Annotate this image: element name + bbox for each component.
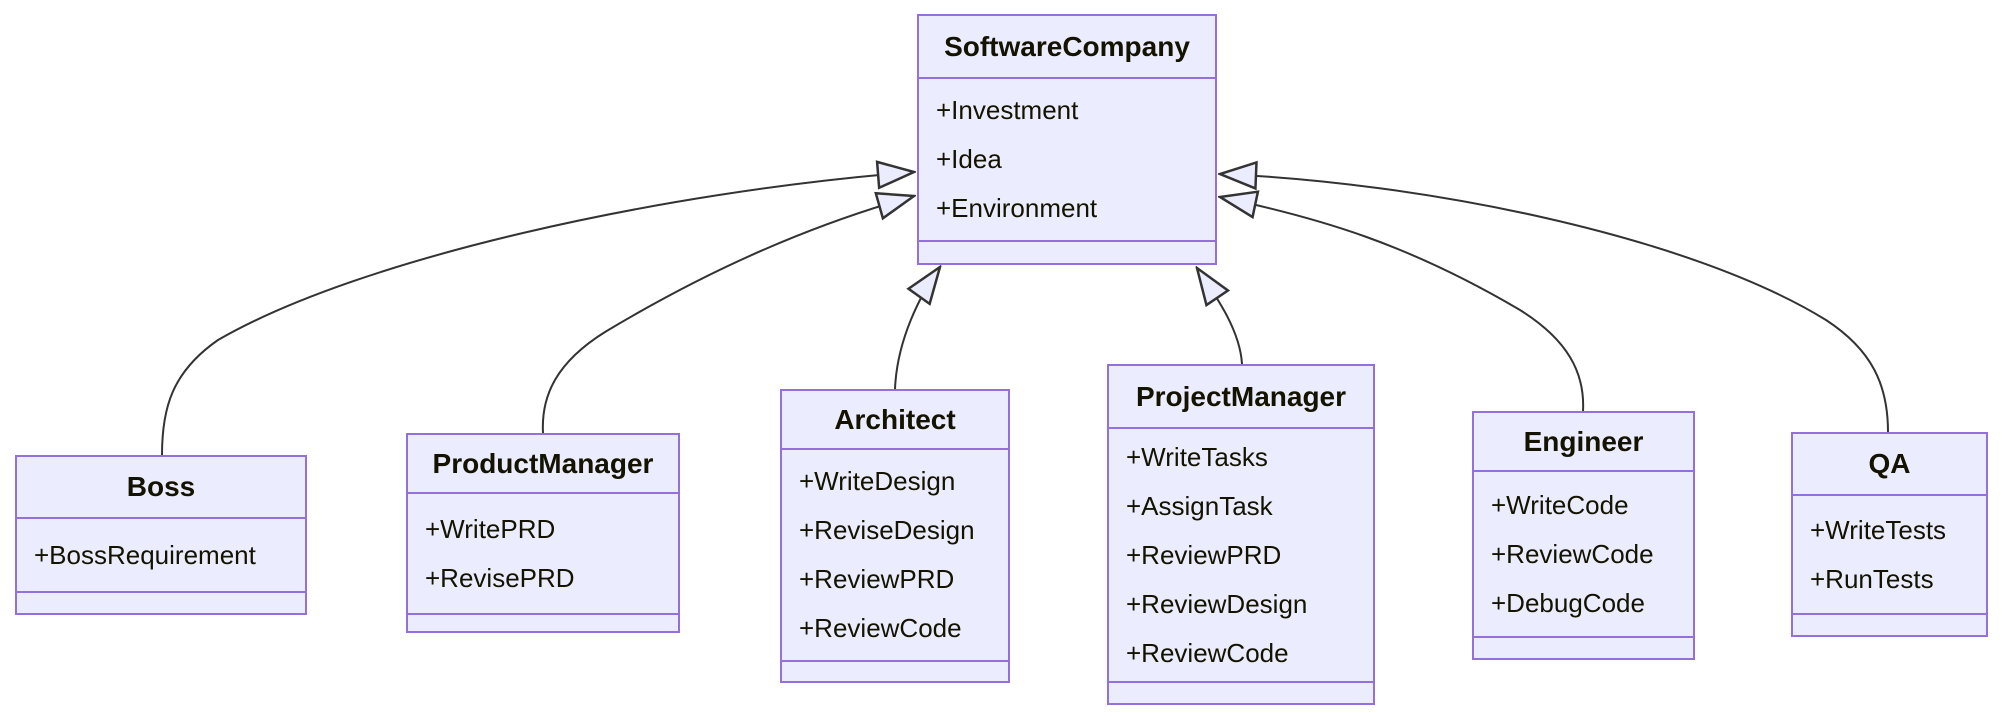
class-title: QA bbox=[1793, 434, 1986, 496]
class-softwarecompany: SoftwareCompany +Investment +Idea +Envir… bbox=[917, 14, 1217, 265]
edge-qa-to-softwarecompany bbox=[1220, 174, 1889, 433]
class-attribute: +ReviewCode bbox=[1491, 538, 1654, 569]
class-productmanager: ProductManager +WritePRD +RevisePRD bbox=[406, 433, 680, 633]
class-attribute: +ReviseDesign bbox=[799, 515, 975, 545]
class-projectmanager: ProjectManager +WriteTasks +AssignTask +… bbox=[1107, 364, 1375, 705]
class-attribute: +WriteCode bbox=[1491, 489, 1629, 520]
class-attribute: +RunTests bbox=[1810, 563, 1934, 594]
class-title: Architect bbox=[782, 391, 1008, 450]
class-architect: Architect +WriteDesign +ReviseDesign +Re… bbox=[780, 389, 1010, 683]
class-title: Engineer bbox=[1474, 413, 1693, 472]
class-attributes: +BossRequirement bbox=[17, 519, 305, 591]
class-title: SoftwareCompany bbox=[919, 16, 1215, 79]
class-methods-empty bbox=[1474, 636, 1693, 658]
edge-projectmanager-to-softwarecompany bbox=[1197, 268, 1243, 365]
class-attribute: +WriteDesign bbox=[799, 466, 956, 496]
class-attribute: +WriteTests bbox=[1810, 514, 1947, 545]
class-attribute: +Idea bbox=[936, 144, 1002, 174]
class-attribute: +RevisePRD bbox=[425, 562, 575, 593]
class-attribute: +Investment bbox=[936, 95, 1079, 125]
class-attribute: +DebugCode bbox=[1491, 587, 1645, 618]
edge-boss-to-softwarecompany bbox=[161, 172, 914, 456]
class-attributes: +WriteTasks +AssignTask +ReviewPRD +Revi… bbox=[1109, 429, 1373, 681]
edge-productmanager-to-softwarecompany bbox=[541, 196, 914, 434]
class-attribute: +WritePRD bbox=[425, 513, 556, 544]
class-title: ProjectManager bbox=[1109, 366, 1373, 429]
class-attributes: +WriteTests +RunTests bbox=[1793, 496, 1986, 613]
class-attributes: +WritePRD +RevisePRD bbox=[408, 494, 678, 613]
class-boss: Boss +BossRequirement bbox=[15, 455, 307, 615]
class-attribute: +Environment bbox=[936, 193, 1098, 223]
class-methods-empty bbox=[1109, 681, 1373, 703]
class-methods-empty bbox=[919, 240, 1215, 263]
class-attribute: +ReviewPRD bbox=[799, 564, 955, 594]
class-title: Boss bbox=[17, 457, 305, 519]
class-attribute: +ReviewPRD bbox=[1126, 539, 1282, 570]
class-methods-empty bbox=[408, 613, 678, 631]
class-methods-empty bbox=[782, 660, 1008, 681]
class-attribute: +WriteTasks bbox=[1126, 441, 1268, 472]
class-attribute: +ReviewCode bbox=[1126, 637, 1289, 668]
class-methods-empty bbox=[1793, 613, 1986, 635]
class-engineer: Engineer +WriteCode +ReviewCode +DebugCo… bbox=[1472, 411, 1695, 660]
edge-engineer-to-softwarecompany bbox=[1220, 197, 1585, 412]
class-attributes: +Investment +Idea +Environment bbox=[919, 79, 1215, 240]
class-title: ProductManager bbox=[408, 435, 678, 494]
class-attributes: +WriteDesign +ReviseDesign +ReviewPRD +R… bbox=[782, 450, 1008, 660]
class-qa: QA +WriteTests +RunTests bbox=[1791, 432, 1988, 637]
class-attribute: +AssignTask bbox=[1126, 490, 1273, 521]
class-attributes: +WriteCode +ReviewCode +DebugCode bbox=[1474, 472, 1693, 636]
class-attribute: +BossRequirement bbox=[34, 539, 256, 570]
class-attribute: +ReviewCode bbox=[799, 613, 962, 643]
edge-architect-to-softwarecompany bbox=[894, 267, 940, 390]
class-methods-empty bbox=[17, 591, 305, 613]
class-attribute: +ReviewDesign bbox=[1126, 588, 1308, 619]
